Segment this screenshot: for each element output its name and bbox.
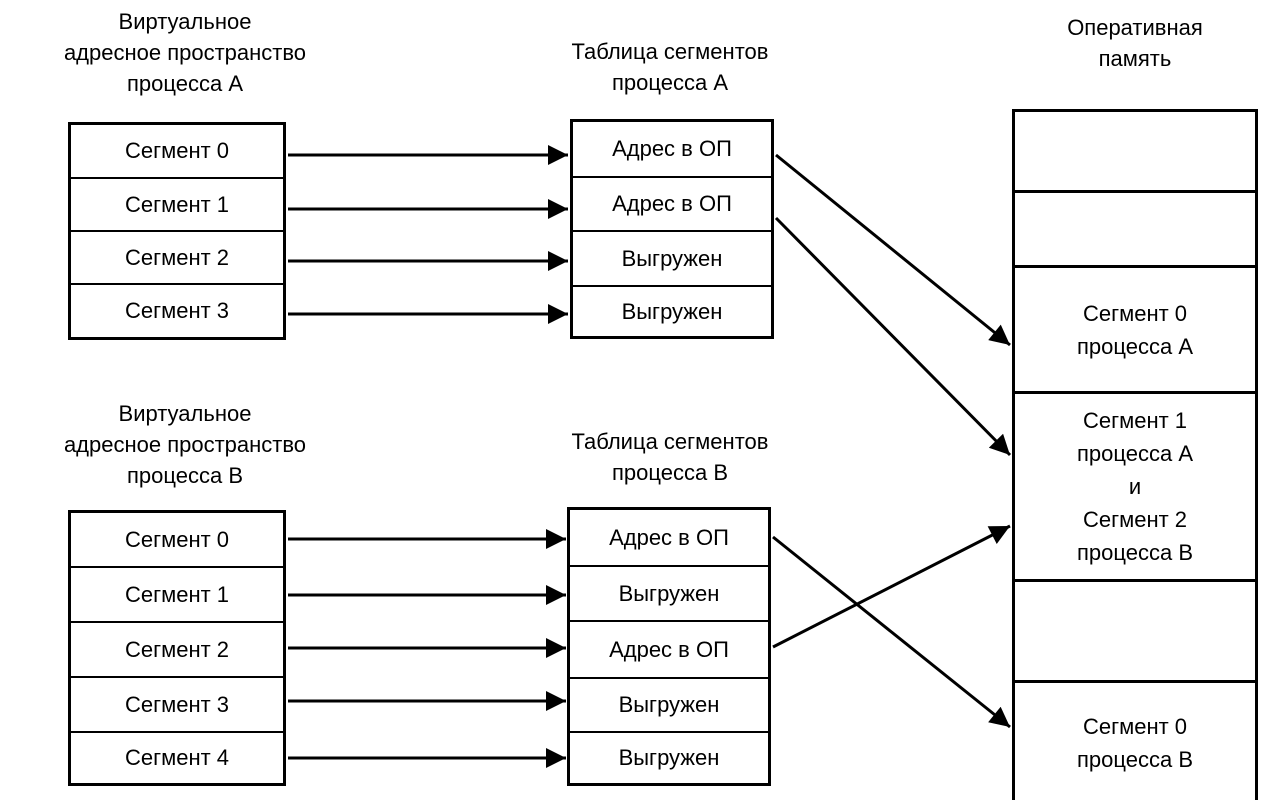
process-a-vas-caption: Виртуальное адресное пространство процес… [35,6,335,99]
segment-cell: Сегмент 4 [124,745,230,770]
segment-cell: Сегмент 1 [71,568,283,623]
segment-table-entry: Выгружен [573,232,771,287]
caption-line: адресное пространство [63,40,307,65]
caption-line: процесса B [612,460,728,485]
segment-cell: Сегмент 2 [71,232,283,285]
caption-line: процесса A [127,71,243,96]
segment-table-entry: Адрес в ОП [573,122,771,178]
caption-line: память [1098,46,1172,71]
ram-block-process-b-seg0: Сегмент 0 процесса B [1015,683,1255,803]
process-b-table-caption: Таблица сегментов процесса B [520,426,820,488]
caption-line: процесса B [127,463,243,488]
segment-table-entry: Адрес в ОП [570,510,768,567]
caption-line: адресное пространство [63,432,307,457]
ram-block-line: Сегмент 0 [1082,714,1188,739]
process-b-address-space: Сегмент 0 Сегмент 1 Сегмент 2 Сегмент 3 … [68,510,286,786]
segment-cell: Сегмент 0 [71,513,283,568]
ram-block-process-a-seg0: Сегмент 0 процесса A [1015,268,1255,394]
arrow-a-entry1-to-ram [774,216,1012,457]
caption-line: Таблица сегментов [571,429,769,454]
ram-block-line: процесса B [1077,540,1193,565]
segment-table-entry: Выгружен [570,567,768,622]
segment-cell: Сегмент 2 [71,623,283,678]
caption-line: процесса A [612,70,728,95]
ram-block-line: процесса B [1077,747,1193,772]
process-a-table-caption: Таблица сегментов процесса A [520,36,820,98]
ram-block-line: процесса A [1077,333,1193,359]
caption-line: Таблица сегментов [571,39,769,64]
segment-cell: Сегмент 3 [71,678,283,733]
process-a-segment-table: Адрес в ОП Адрес в ОП Выгружен Выгружен [570,119,774,339]
ram-block-shared: Сегмент 1 процесса A и Сегмент 2 процесс… [1015,394,1255,582]
arrow-b-entry2-to-ram [772,524,1011,649]
caption-line: Виртуальное [118,9,252,34]
arrow-a-entry0-to-ram [775,153,1011,347]
caption-line: Виртуальное [118,401,252,426]
segment-cell: Сегмент 1 [71,179,283,232]
caption-line: Оперативная [1067,15,1203,40]
segment-cell: Сегмент 0 [71,125,283,179]
ram-block-line: и [1128,474,1142,499]
ram-block-line: процесса A [1077,441,1193,466]
segment-table-entry: Адрес в ОП [570,622,768,679]
ram-column: Сегмент 0 процесса A Сегмент 1 процесса … [1012,109,1258,800]
ram-block-empty [1015,112,1255,193]
ram-block-empty [1015,193,1255,268]
process-a-address-space: Сегмент 0 Сегмент 1 Сегмент 2 Сегмент 3 [68,122,286,340]
segment-table-entry: Адрес в ОП [573,178,771,232]
ram-caption: Оперативная память [1010,12,1260,74]
segment-cell: Сегмент 3 [124,298,230,323]
arrow-b-entry0-to-ram [772,535,1011,729]
ram-block-line: Сегмент 1 [1082,408,1188,433]
process-b-vas-caption: Виртуальное адресное пространство процес… [35,398,335,491]
process-b-segment-table: Адрес в ОП Выгружен Адрес в ОП Выгружен … [567,507,771,786]
segment-table-entry: Выгружен [570,679,768,733]
segment-table-entry: Выгружен [621,298,723,324]
ram-block-empty [1015,582,1255,683]
ram-block-line: Сегмент 0 [1082,300,1188,326]
ram-block-line: Сегмент 2 [1082,507,1188,532]
segment-table-entry: Выгружен [618,745,720,770]
